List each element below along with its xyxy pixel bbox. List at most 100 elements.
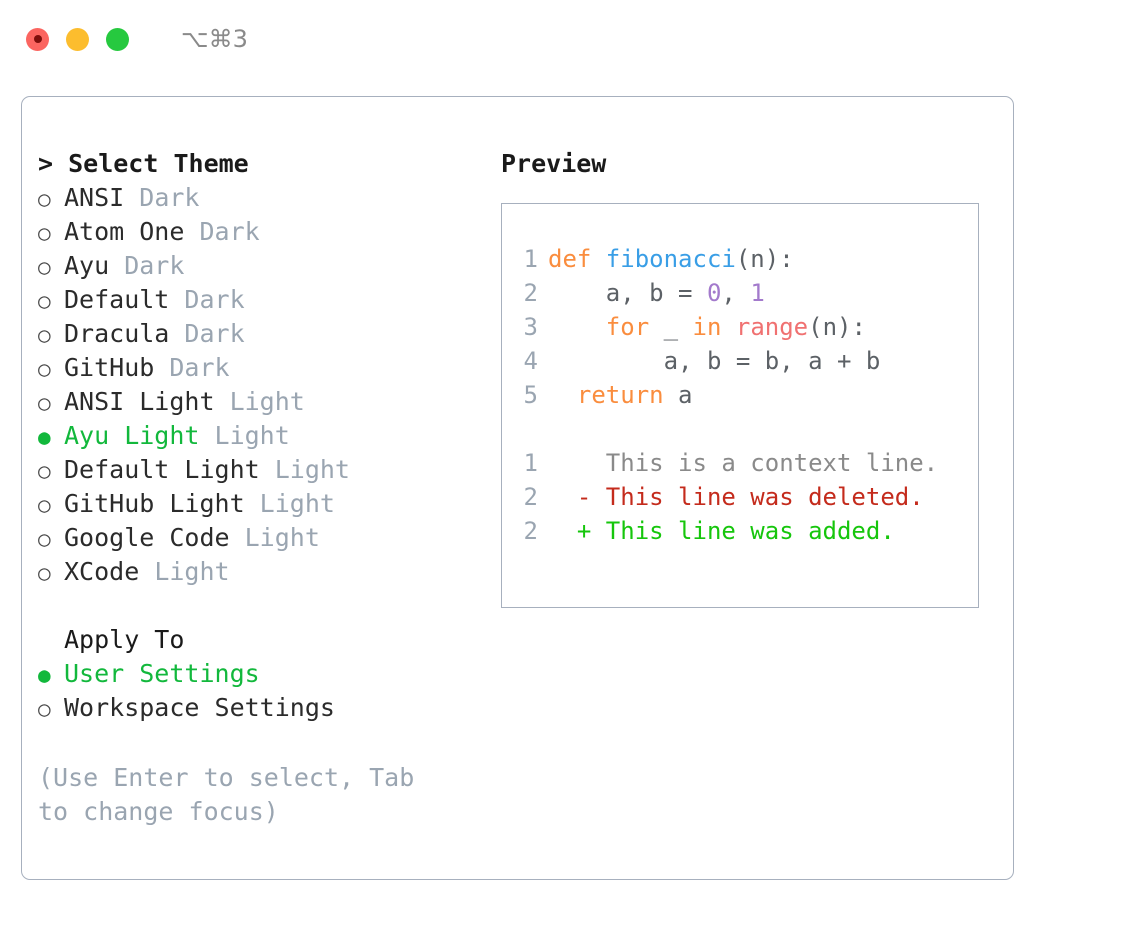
radio-unselected-icon: ○ (38, 493, 51, 517)
code-line-number: 5 (523, 381, 538, 409)
theme-option-kind: Dark (169, 319, 245, 348)
code-line: 5 return a (502, 378, 978, 412)
radio-unselected-icon: ○ (38, 289, 51, 313)
theme-option-default-light[interactable]: ○Default Light Light (38, 453, 468, 487)
theme-option-list[interactable]: ○ANSI Dark○Atom One Dark○Ayu Dark○Defaul… (38, 181, 468, 589)
code-line-number: 1 (523, 245, 538, 273)
apply-to-option-workspace-settings[interactable]: ○ Workspace Settings (38, 691, 468, 725)
main-panel: > Select Theme ○ANSI Dark○Atom One Dark○… (21, 96, 1014, 880)
theme-option-github[interactable]: ○ GitHub Dark (38, 351, 468, 385)
radio-unselected-icon: ○ (38, 561, 51, 585)
code-line: 4 a, b = b, a + b (502, 344, 978, 378)
theme-selection-column: > Select Theme ○ANSI Dark○Atom One Dark○… (38, 147, 468, 829)
minimize-window-button[interactable] (66, 27, 89, 51)
code-line-content: a, b = b, a + b (548, 344, 881, 378)
diff-line-context: 1 This is a context line. (502, 446, 978, 480)
code-token-plain: (n): (808, 313, 866, 341)
theme-option-kind: Dark (169, 285, 245, 314)
theme-option-github-light[interactable]: ○GitHub Light Light (38, 487, 468, 521)
code-token-builtin: range (735, 313, 809, 341)
theme-option-google-code[interactable]: ○ Google Code Light (38, 521, 468, 555)
code-token-plain: a, b = b, a + b (548, 347, 881, 375)
theme-option-kind: Light (214, 387, 305, 416)
keyboard-shortcut-label: ⌥⌘3 (181, 25, 248, 53)
theme-option-name: ANSI Light (64, 387, 215, 416)
code-token-plain: a (663, 381, 693, 409)
code-token-plain: , (721, 279, 751, 307)
radio-unselected-icon: ○ (38, 323, 51, 347)
code-token-plain (721, 313, 735, 341)
radio-unselected-icon: ○ (38, 357, 51, 381)
theme-option-dracula[interactable]: ○ Dracula Dark (38, 317, 468, 351)
theme-option-name: Google Code (64, 523, 230, 552)
theme-option-atom-one[interactable]: ○ Atom One Dark (38, 215, 468, 249)
code-token-keyword: def (548, 245, 606, 273)
code-token-plain: (n): (735, 245, 794, 273)
theme-option-ayu-light[interactable]: ●Ayu Light Light (38, 419, 468, 453)
theme-option-kind: Light (244, 489, 335, 518)
radio-unselected-icon: ○ (38, 697, 51, 721)
theme-option-name: GitHub (64, 353, 155, 382)
theme-option-ansi[interactable]: ○ANSI Dark (38, 181, 468, 215)
code-token-plain (548, 381, 577, 409)
theme-option-kind: Light (139, 557, 230, 586)
code-line-content: def fibonacci(n): (548, 242, 794, 276)
code-line: 2 a, b = 0, 1 (502, 276, 978, 310)
diff-line-number: 1 (523, 449, 538, 477)
code-token-number: 0 (706, 279, 722, 307)
theme-option-name: Ayu (64, 251, 110, 280)
theme-option-kind: Light (259, 455, 350, 484)
code-line: 3 for _ in range(n): (502, 310, 978, 344)
code-line-content: return a (548, 378, 693, 412)
apply-to-option-name: User Settings (64, 659, 260, 688)
theme-option-kind: Dark (184, 217, 260, 246)
radio-unselected-icon: ○ (38, 459, 51, 483)
radio-unselected-icon: ○ (38, 187, 51, 211)
theme-option-name: Dracula (64, 319, 170, 348)
traffic-light-buttons (26, 27, 129, 51)
diff-line-number: 2 (523, 483, 538, 511)
apply-to-option-name: Workspace Settings (64, 693, 335, 722)
code-token-plain: a, b = (548, 279, 707, 307)
theme-option-default[interactable]: ○Default Dark (38, 283, 468, 317)
code-token-keyword: return (576, 381, 664, 409)
theme-option-name: Ayu Light (64, 421, 200, 450)
apply-to-heading: Apply To (64, 625, 185, 654)
radio-unselected-icon: ○ (38, 221, 51, 245)
apply-to-option-list[interactable]: ● User Settings ○ Workspace Settings (38, 657, 468, 725)
code-token-plain (548, 313, 606, 341)
theme-option-kind: Light (199, 421, 290, 450)
code-line: 1 def fibonacci(n): (502, 242, 978, 276)
diff-line-deleted: 2 - This line was deleted. (502, 480, 978, 514)
radio-unselected-icon: ○ (38, 255, 51, 279)
theme-option-ayu[interactable]: ○ Ayu Dark (38, 249, 468, 283)
radio-selected-icon: ● (38, 663, 51, 687)
code-token-number: 1 (750, 279, 765, 307)
diff-line-content: - This line was deleted. (548, 483, 924, 511)
theme-option-name: Atom One (64, 217, 185, 246)
theme-option-name: XCode (64, 557, 140, 586)
theme-option-ansi-light[interactable]: ○ ANSI Light Light (38, 385, 468, 419)
radio-unselected-icon: ○ (38, 391, 51, 415)
apply-to-option-user-settings[interactable]: ● User Settings (38, 657, 468, 691)
theme-option-name: ANSI (64, 183, 125, 212)
radio-unselected-icon: ○ (38, 527, 51, 551)
theme-option-kind: Light (229, 523, 320, 552)
theme-option-kind: Dark (154, 353, 230, 382)
theme-option-kind: Dark (109, 251, 185, 280)
code-line-number: 4 (523, 347, 538, 375)
maximize-window-button[interactable] (106, 27, 129, 51)
code-line-content: a, b = 0, 1 (548, 276, 765, 310)
theme-option-xcode[interactable]: ○ XCode Light (38, 555, 468, 589)
titlebar: ⌥⌘3 (0, 0, 1140, 78)
diff-line-content: + This line was added. (548, 517, 895, 545)
code-token-keyword: in (692, 313, 722, 341)
diff-sample: 1 This is a context line.2 - This line w… (502, 446, 978, 548)
code-token-plain: _ (649, 313, 693, 341)
code-token-function: fibonacci (605, 245, 736, 273)
close-window-button[interactable] (26, 27, 49, 51)
close-indicator-dot (33, 35, 42, 43)
